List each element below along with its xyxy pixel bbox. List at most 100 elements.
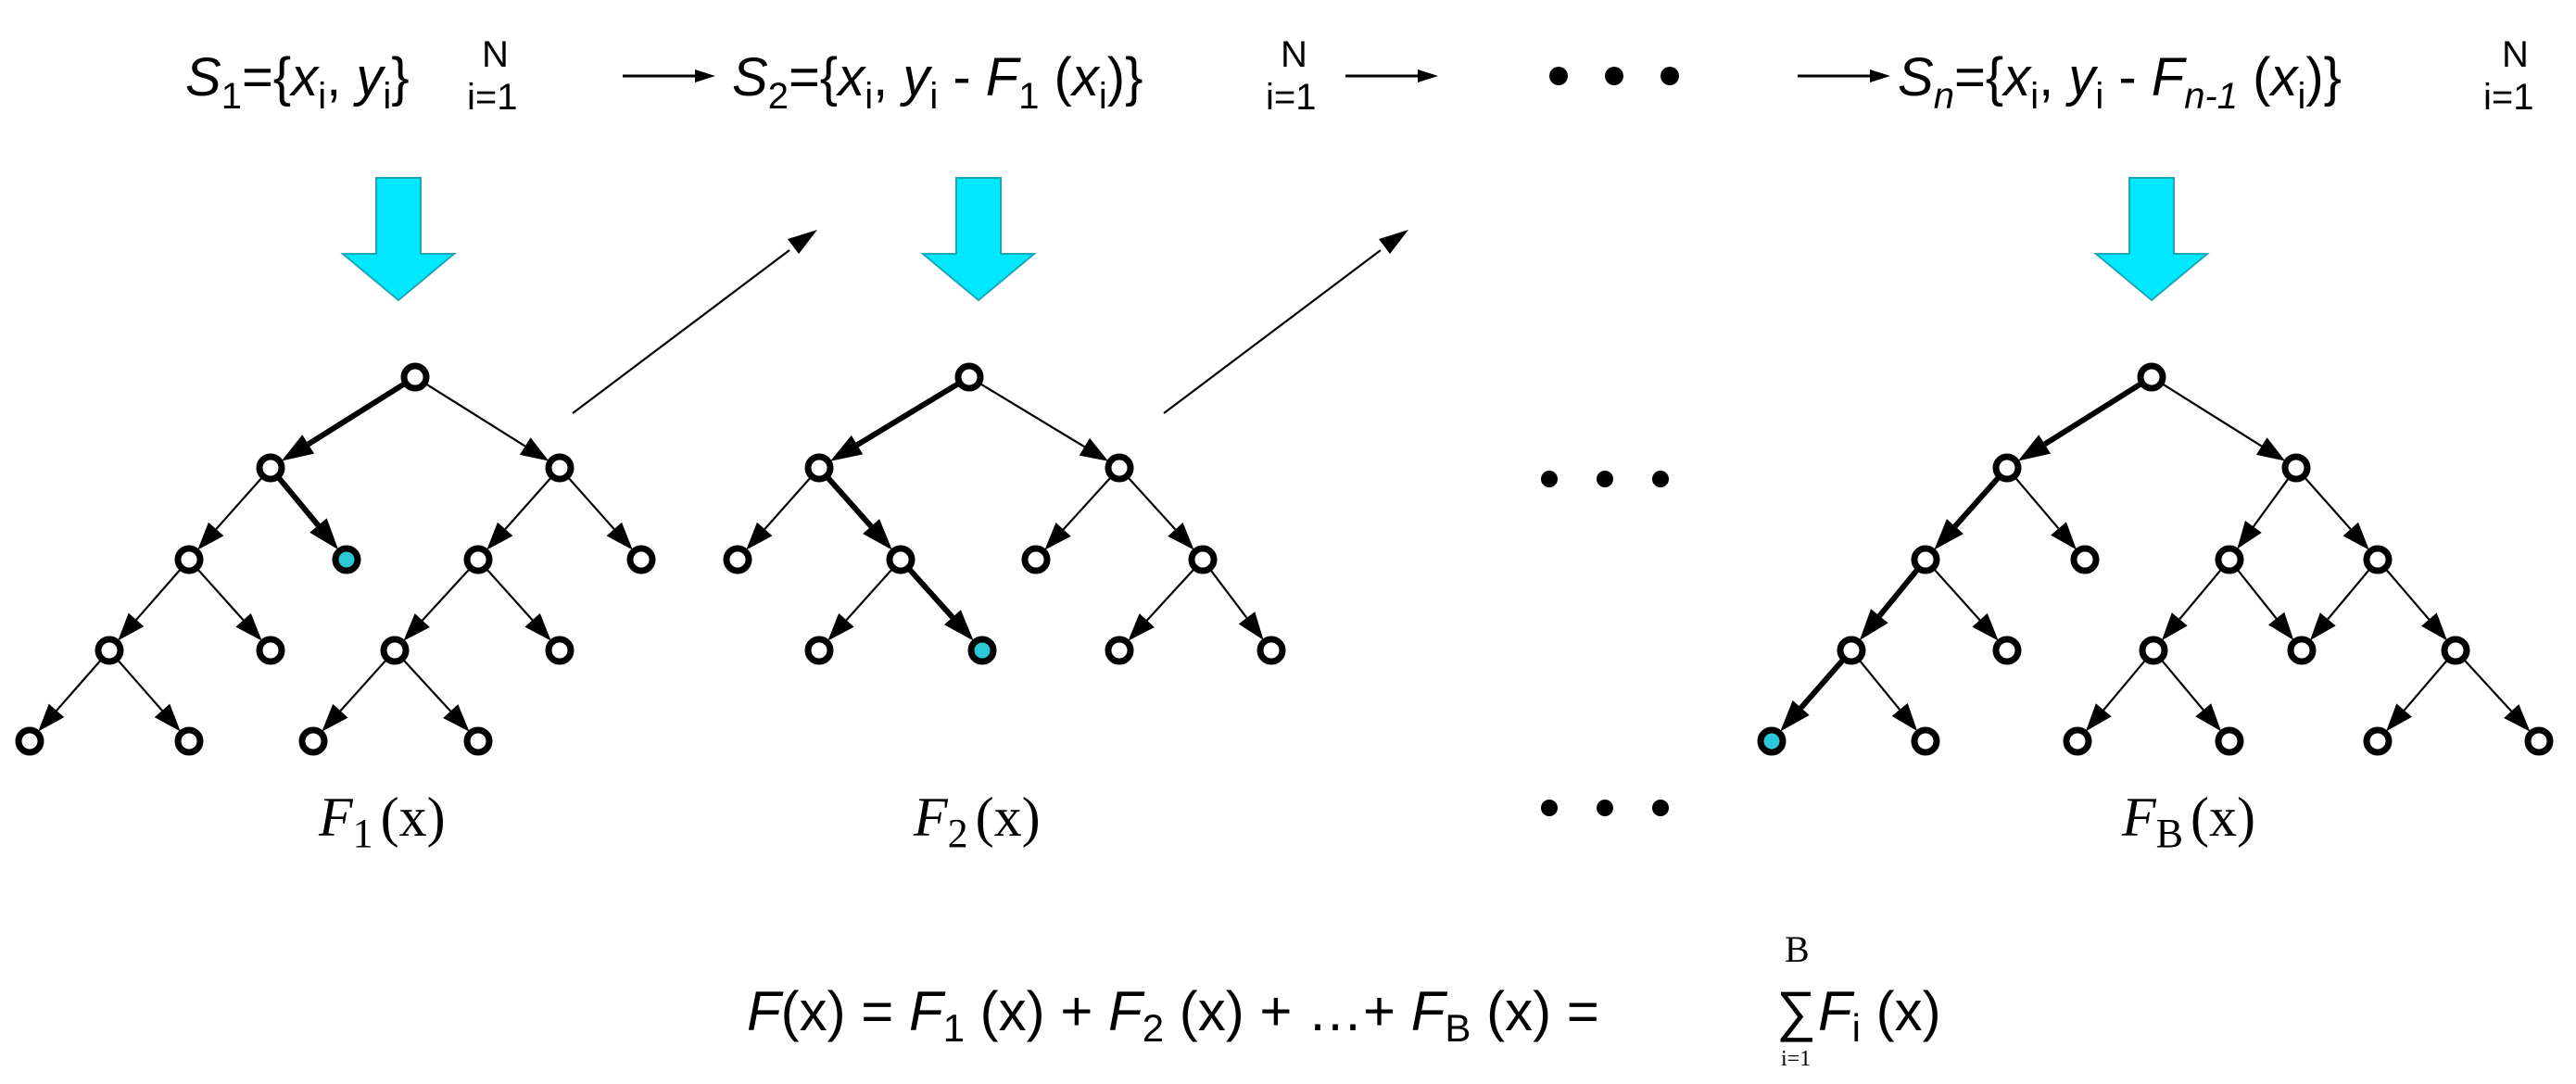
tree-node — [1021, 545, 1051, 574]
tree-edge — [1877, 566, 1921, 618]
tree-node — [2281, 453, 2311, 483]
tree-edge — [2327, 567, 2372, 620]
tree-edge-arrowhead — [2237, 520, 2262, 549]
tree-edge — [423, 382, 526, 447]
tree-edge-arrowhead — [519, 437, 549, 461]
tree-node — [2215, 726, 2244, 756]
tree-edge-arrowhead — [827, 612, 854, 641]
sum-term: Fi (x) — [1818, 980, 1941, 1050]
tree-edge-arrowhead — [1044, 523, 1071, 550]
tree-edge — [2043, 380, 2144, 447]
tree-edge — [566, 475, 615, 530]
tree-node — [15, 726, 44, 756]
tree-edge — [401, 658, 452, 712]
dataset-s2-upper: N — [1281, 34, 1307, 75]
tree-node — [886, 545, 915, 574]
tree-edge — [2383, 567, 2431, 621]
tree-node — [174, 726, 204, 756]
tree-edge — [504, 475, 553, 530]
ellipsis-bottom — [1541, 800, 1669, 816]
highlighted-leaf-node — [1757, 726, 1787, 756]
tree-edge-arrowhead — [1168, 523, 1194, 550]
tree-node — [1837, 636, 1866, 665]
tree-node — [545, 636, 575, 665]
tree-edge — [2013, 475, 2060, 530]
tree-node — [1911, 545, 1940, 574]
tree-edge — [2303, 475, 2352, 530]
tree-edge-arrowhead — [2386, 703, 2412, 732]
tree-edge-arrowhead — [1079, 437, 1109, 461]
tree-node — [463, 545, 493, 574]
tree-edge — [2403, 658, 2450, 712]
tree-edge-arrowhead — [2195, 703, 2222, 732]
flow-arrow-n — [2093, 177, 2210, 302]
tree-edge-arrowhead — [309, 518, 339, 550]
tree-node — [2363, 726, 2393, 756]
tree-edge-arrowhead — [2421, 612, 2447, 641]
arrow-s1-to-s2 — [623, 69, 715, 82]
tree-edge-arrowhead — [1859, 609, 1888, 641]
tree-edge-arrowhead — [524, 612, 551, 641]
tree-edge-arrowhead — [1891, 702, 1918, 732]
tree-edge — [1145, 567, 1196, 622]
tree-edge — [421, 567, 472, 622]
highlighted-leaf-node — [332, 545, 361, 574]
tree-edge-arrowhead — [829, 435, 864, 461]
tree-node — [2063, 726, 2092, 756]
tree-edge-arrowhead — [486, 522, 513, 550]
tree-edge — [215, 475, 264, 530]
tree-b-label: FB(x) — [2121, 787, 2255, 856]
tree-edge-arrowhead — [281, 435, 315, 461]
tree-edge — [1932, 567, 1981, 621]
tree-edge — [2160, 382, 2263, 447]
tree-node — [1188, 545, 1218, 574]
tree-edge — [2252, 476, 2291, 528]
tree-edge — [1952, 473, 2002, 529]
dataset-s1-upper: N — [482, 34, 509, 75]
tree-edge-arrowhead — [118, 612, 145, 641]
tree-edge-arrowhead — [2051, 522, 2077, 550]
tree-node — [400, 362, 430, 392]
tree-edge — [307, 380, 408, 447]
tree-edge-arrowhead — [863, 519, 892, 550]
tree-edge-arrowhead — [2161, 612, 2188, 641]
tree-node — [723, 545, 752, 574]
tree-edge-arrowhead — [154, 703, 181, 732]
tree-node — [95, 636, 124, 665]
flow-arrow-2 — [920, 177, 1037, 302]
ellipsis-top — [1549, 67, 1679, 85]
tree-edge-arrowhead — [2267, 611, 2294, 641]
tree-edge-arrowhead — [2504, 704, 2531, 732]
dataset-sn-label: Sn={xi, yi - Fn-1 (xi)} — [1898, 47, 2342, 117]
tree-node — [626, 545, 656, 574]
tree-edge — [1062, 475, 1113, 531]
residual-arrow-1 — [572, 230, 817, 414]
tree-edge-arrowhead — [1934, 519, 1964, 550]
tree-edge — [339, 658, 388, 712]
tree-edge-arrowhead — [2255, 437, 2286, 461]
tree-edge — [2235, 567, 2278, 620]
dataset-s2-lower: i=1 — [1266, 77, 1317, 118]
tree-node — [2137, 362, 2166, 392]
ensemble-formula: F(x) = F1 (x) + F2 (x) + …+ FB (x) = — [747, 980, 1599, 1050]
tree-node — [804, 636, 834, 665]
dataset-sn-upper: N — [2502, 34, 2529, 75]
tree-edge — [485, 567, 534, 621]
tree-node — [804, 453, 834, 483]
tree-edge-arrowhead — [2342, 522, 2369, 550]
tree-node — [954, 362, 984, 392]
sum-lower-limit: i=1 — [1781, 1047, 1811, 1071]
tree-node — [2215, 545, 2244, 574]
tree-node — [1992, 453, 2022, 483]
tree-edge-arrowhead — [2017, 435, 2052, 461]
dataset-s1-label: S1={xi, yi} — [185, 47, 410, 117]
tree-node — [380, 636, 410, 665]
sum-symbol: ∑ — [1776, 980, 1816, 1042]
highlighted-leaf-node — [967, 636, 997, 665]
tree-edge-arrowhead — [2085, 703, 2112, 732]
tree-edge-arrowhead — [606, 522, 633, 550]
tree-edge-arrowhead — [746, 522, 773, 550]
tree-edge-arrowhead — [1972, 612, 1999, 641]
tree-edge — [275, 474, 321, 527]
